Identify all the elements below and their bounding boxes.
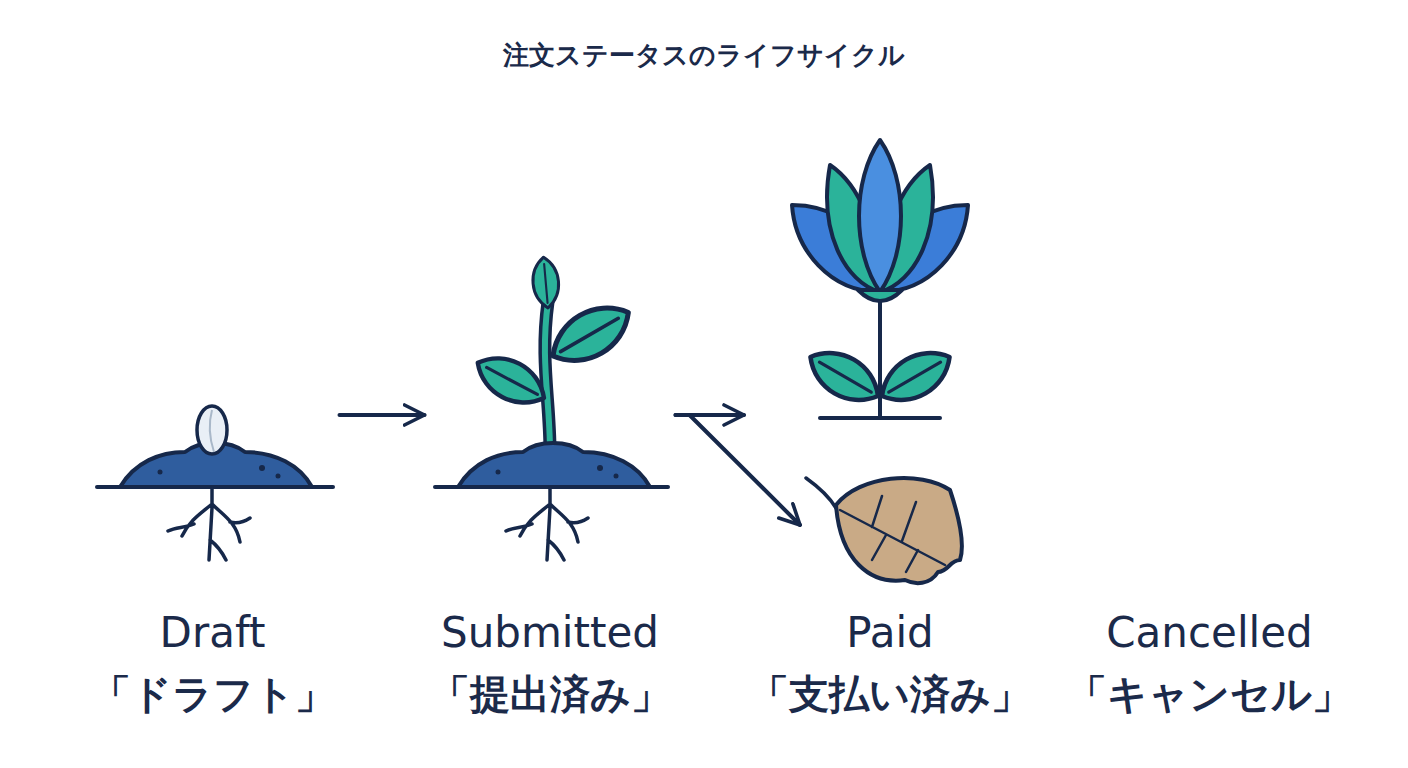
dead-leaf-figure xyxy=(806,478,962,583)
status-label: Submitted 「提出済み」 xyxy=(430,608,671,718)
status-arrow xyxy=(340,413,425,417)
diagram-title: 注文ステータスのライフサイクル xyxy=(0,38,1408,73)
status-label: Draft 「ドラフト」 xyxy=(91,608,335,718)
status-arrow xyxy=(676,415,801,525)
status-node: Draft 「ドラフト」 xyxy=(86,395,340,718)
seed-figure xyxy=(97,406,333,560)
status-label: Paid 「支払い済み」 xyxy=(749,608,1031,718)
status-node: Submitted 「提出済み」 xyxy=(425,250,676,718)
status-node: Paid 「支払い済み」 xyxy=(744,135,1036,718)
status-name: Submitted xyxy=(441,608,659,658)
status-name: Paid xyxy=(846,608,934,658)
status-name: Draft xyxy=(160,608,266,658)
status-name-ja: 「ドラフト」 xyxy=(91,670,335,718)
status-label: Cancelled 「キャンセル」 xyxy=(1067,608,1352,718)
sprout-figure xyxy=(435,256,668,560)
status-name-ja: 「支払い済み」 xyxy=(749,670,1031,718)
status-name-ja: 「提出済み」 xyxy=(430,670,671,718)
flower-figure xyxy=(792,140,968,418)
status-name: Cancelled xyxy=(1106,608,1312,658)
status-node: Cancelled 「キャンセル」 xyxy=(800,468,1352,718)
status-name-ja: 「キャンセル」 xyxy=(1067,670,1352,718)
